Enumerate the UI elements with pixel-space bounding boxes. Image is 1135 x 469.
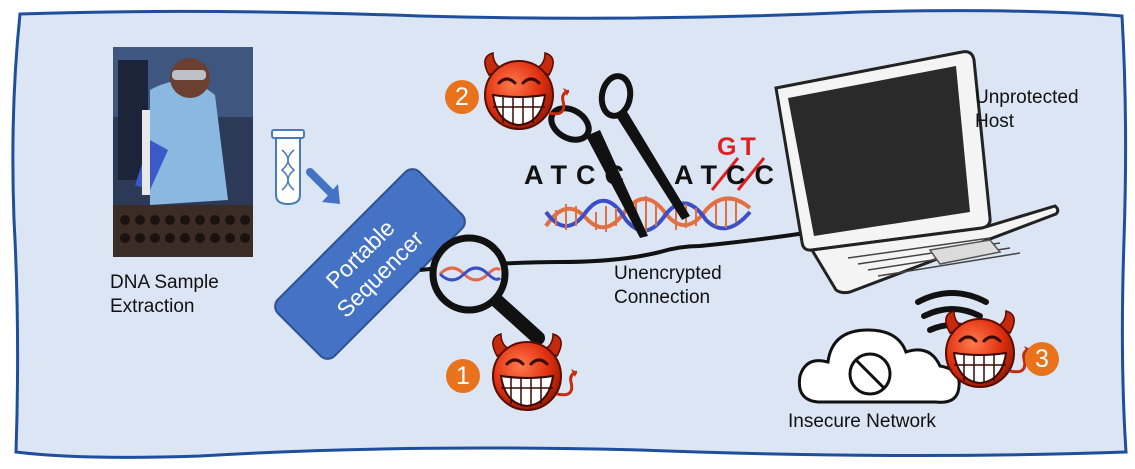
- label-connection: Unencrypted Connection: [614, 262, 722, 310]
- cloud-icon: [797, 328, 961, 404]
- strike-marks: [710, 157, 766, 191]
- no-pound-icon: [848, 352, 892, 396]
- dna-replacement: GT: [717, 133, 760, 161]
- magnifier-icon: [429, 234, 545, 345]
- label-connection-line2: Connection: [614, 287, 711, 308]
- label-dna-extraction-line1: DNA Sample: [110, 272, 219, 293]
- attacker-badge-2: 2: [445, 80, 479, 114]
- attacker-badge-3: 3: [1025, 342, 1059, 376]
- dna-helix: [544, 196, 752, 233]
- arrow-icon: [306, 168, 340, 204]
- lab-photo: [113, 47, 253, 257]
- label-host-line1: Unprotected: [975, 87, 1079, 108]
- label-host-line2: Host: [975, 111, 1015, 132]
- label-dna-extraction-line2: Extraction: [110, 296, 195, 317]
- label-dna-extraction: DNA Sample Extraction: [110, 271, 219, 319]
- portable-sequencer: [274, 168, 466, 360]
- label-network: Insecure Network: [788, 411, 936, 432]
- dna-sequence-left: ATCC: [524, 160, 633, 190]
- label-connection-line1: Unencrypted: [614, 263, 722, 284]
- label-host: Unprotected Host: [975, 86, 1079, 134]
- dna-sequence-right: ATCC: [674, 160, 783, 190]
- attacker-badge-1: 1: [446, 359, 480, 393]
- connection-cable: [419, 230, 813, 272]
- laptop-icon: [774, 50, 1060, 295]
- test-tube-icon: [271, 129, 305, 206]
